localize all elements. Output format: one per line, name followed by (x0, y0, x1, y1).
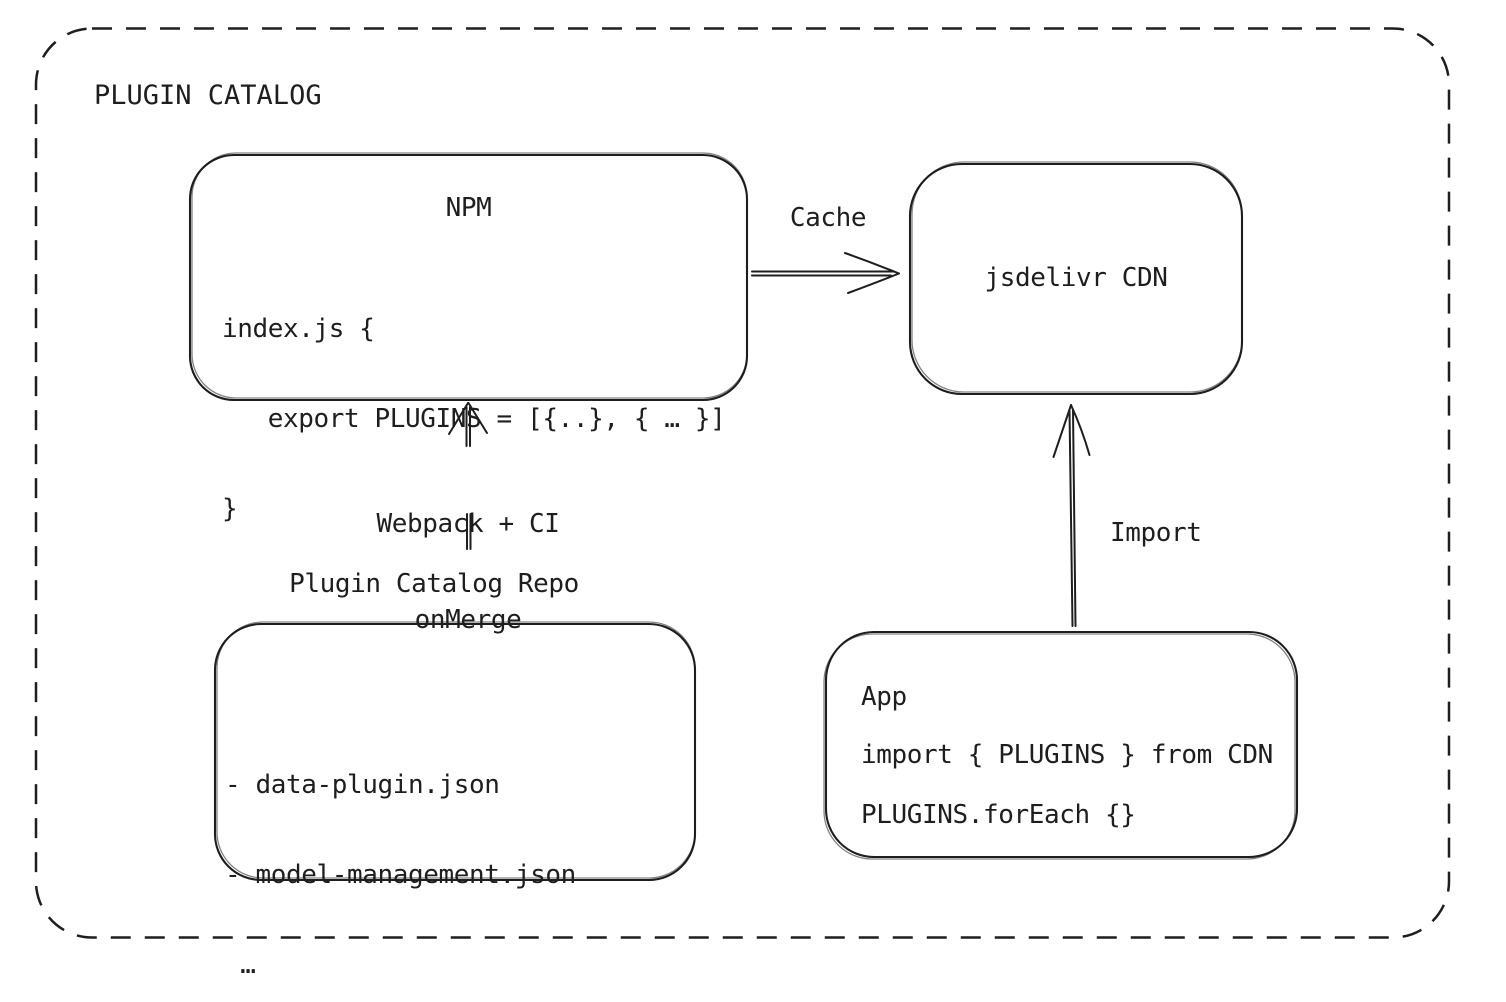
repo-node-shape-sketch (216, 621, 696, 879)
cdn-node-label: jsdelivr CDN (984, 263, 1168, 293)
plugin-catalog-frame (34, 27, 1451, 939)
app-code-line: PLUGINS.forEach {} (861, 800, 1136, 830)
build-arrow-label: Webpack + CI onMerge (338, 444, 598, 700)
build-arrow-label-line1: Webpack + CI (376, 509, 560, 539)
repo-node-files: - data-plugin.json - model-management.js… (225, 710, 576, 1002)
repo-file-item: - model-management.json (225, 860, 576, 890)
repo-node-label: Plugin Catalog Repo (289, 569, 579, 599)
diagram-title: PLUGIN CATALOG (94, 80, 322, 111)
repo-file-item: - data-plugin.json (225, 770, 500, 800)
import-arrow-label: Import (1110, 518, 1202, 548)
npm-node-shape-sketch (191, 152, 748, 399)
npm-code-line: export PLUGINS = [{..}, { … }] (222, 404, 726, 434)
cache-arrow (751, 252, 900, 294)
app-node-shape-sketch (823, 633, 1296, 860)
repo-file-item: … (225, 950, 256, 980)
app-node-shape (824, 630, 1299, 859)
app-node-title: App (861, 682, 907, 712)
build-arrow (448, 402, 488, 550)
cache-arrow-label: Cache (789, 203, 867, 233)
build-arrow-label-line2: onMerge (414, 605, 522, 635)
npm-code-line: index.js { (222, 314, 375, 344)
npm-node-code: index.js { export PLUGINS = [{..}, { … }… (222, 254, 726, 584)
app-code-line: import { PLUGINS } from CDN (861, 740, 1273, 770)
npm-code-line: } (222, 494, 238, 524)
cdn-node-shape-sketch (911, 161, 1243, 393)
npm-node-title: NPM (445, 193, 492, 223)
import-arrow (1052, 404, 1091, 627)
